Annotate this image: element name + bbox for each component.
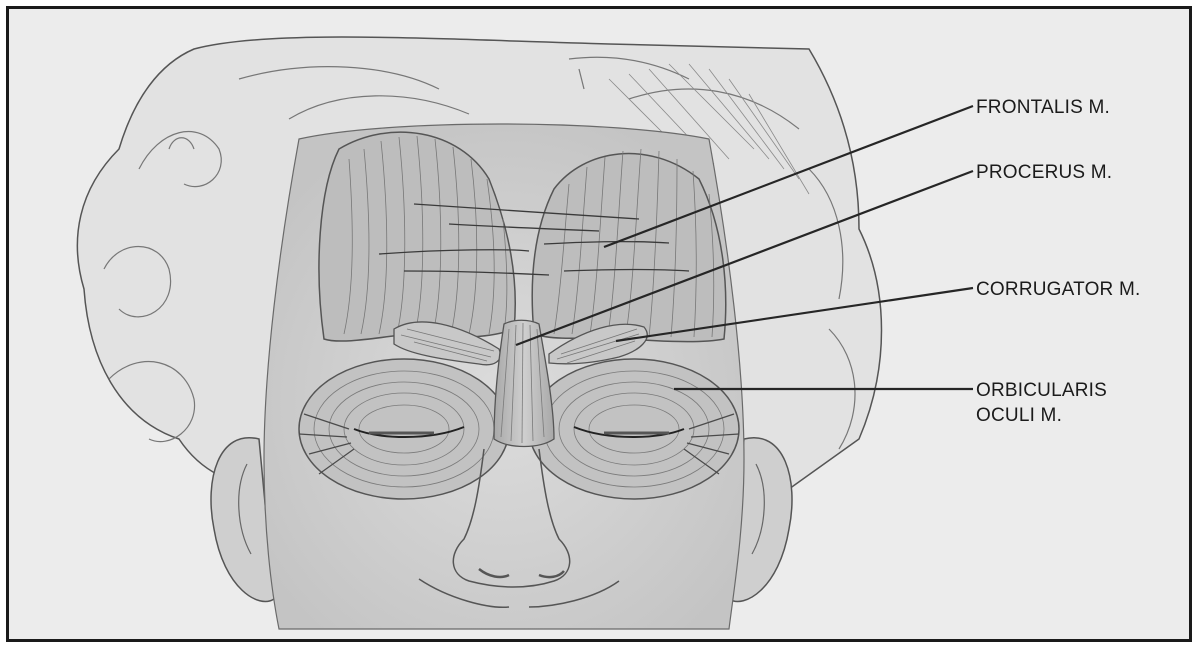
- orbicularis-label: ORBICULARIS OCULI M.: [976, 378, 1107, 428]
- diagram-frame: FRONTALIS M. PROCERUS M. CORRUGATOR M. O…: [6, 6, 1192, 642]
- orbicularis-text-line1: ORBICULARIS: [976, 378, 1107, 403]
- corrugator-label: CORRUGATOR M.: [976, 277, 1140, 302]
- corrugator-text: CORRUGATOR M.: [976, 277, 1140, 302]
- frontalis-text: FRONTALIS M.: [976, 95, 1110, 120]
- procerus-label: PROCERUS M.: [976, 160, 1112, 185]
- frontalis-label: FRONTALIS M.: [976, 95, 1110, 120]
- orbicularis-text-line2: OCULI M.: [976, 403, 1107, 428]
- procerus-text: PROCERUS M.: [976, 160, 1112, 185]
